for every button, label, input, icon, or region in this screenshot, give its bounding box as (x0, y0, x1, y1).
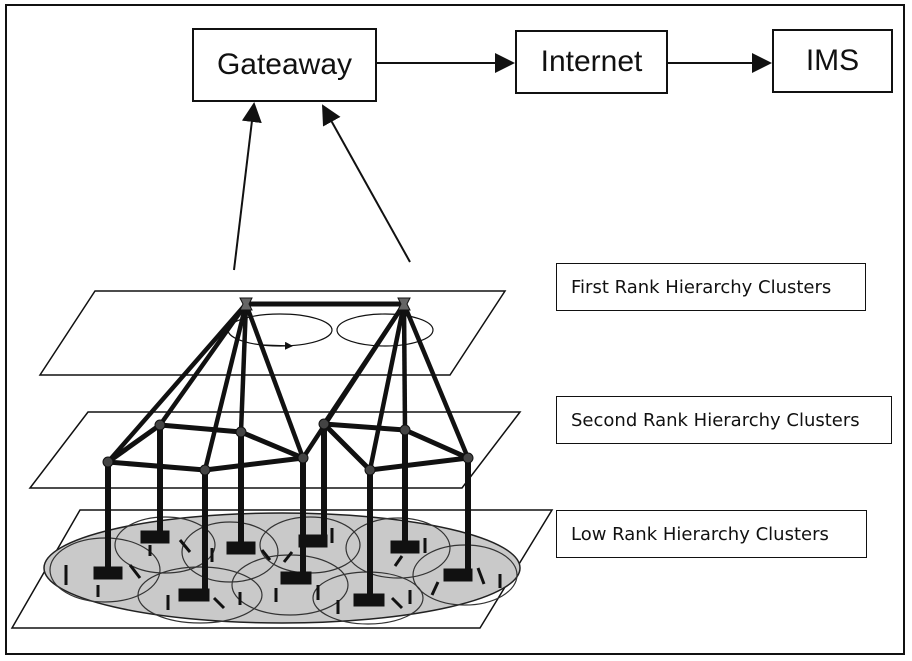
low-rank-label-box: Low Rank Hierarchy Clusters (556, 510, 867, 558)
first-rank-cluster-right (336, 313, 434, 347)
inter-rank-pillars (105, 424, 471, 598)
ims-label: IMS (805, 44, 860, 77)
second-rank-label-box: Second Rank Hierarchy Clusters (556, 396, 892, 444)
ims-box: IMS (772, 29, 893, 93)
internet-box: Internet (515, 30, 668, 94)
uplink-arrow-right (322, 104, 411, 263)
cluster-head-icons (239, 297, 411, 311)
gateway-box: Gateaway (192, 28, 377, 102)
first-rank-label-box: First Rank Hierarchy Clusters (556, 263, 866, 311)
internet-label: Internet (540, 45, 643, 78)
uplink-arrow-left (233, 102, 262, 271)
second-rank-nodes (102, 418, 474, 476)
first-rank-plane (38, 290, 507, 376)
first-rank-label: First Rank Hierarchy Clusters (571, 276, 832, 298)
gateway-label: Gateaway (216, 48, 353, 81)
second-rank-label: Second Rank Hierarchy Clusters (571, 409, 860, 431)
cluster-head-spokes (106, 302, 471, 471)
cluster-direction-arrow (261, 341, 293, 350)
low-rank-label: Low Rank Hierarchy Clusters (571, 523, 829, 545)
